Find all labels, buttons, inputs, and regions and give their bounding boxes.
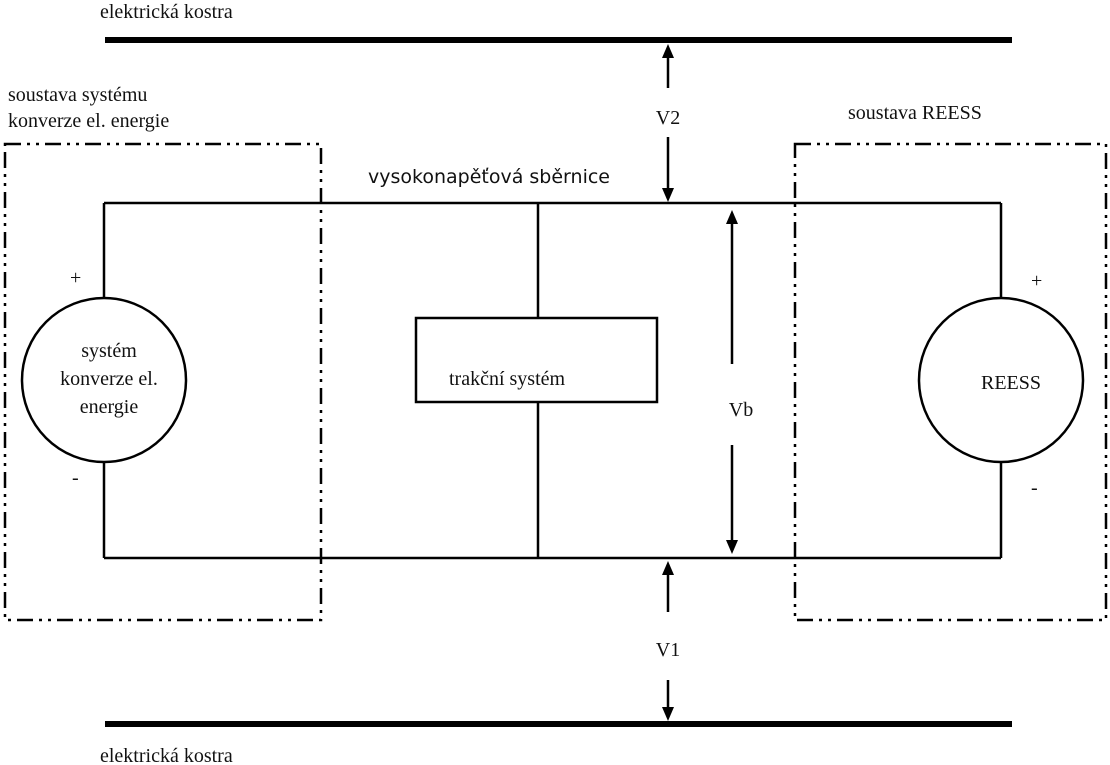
- vb-label: Vb: [729, 399, 753, 421]
- v2-arrowhead-up: [662, 44, 674, 58]
- v2-label: V2: [656, 107, 680, 129]
- right-plus-sign: +: [1031, 270, 1042, 292]
- right-source-circle: [917, 296, 1085, 464]
- v1-label: V1: [656, 639, 680, 661]
- v1-arrowhead-down: [662, 707, 674, 721]
- left-group-label-line2: konverze el. energie: [8, 110, 169, 132]
- left-source-label-line3: energie: [80, 396, 139, 418]
- v1-arrowhead-up: [662, 561, 674, 575]
- left-source-circle: [20, 296, 188, 464]
- left-source-label-line1: systém: [81, 340, 137, 362]
- left-group-label-line1: soustava systému: [8, 84, 147, 106]
- left-plus-sign: +: [70, 267, 81, 289]
- left-minus-sign: -: [72, 467, 79, 489]
- vb-arrowhead-down: [726, 540, 738, 554]
- traction-system-box: [414, 316, 659, 404]
- v2-arrowhead-down: [662, 188, 674, 202]
- left-group-box: [3, 142, 323, 622]
- right-group-label: soustava REESS: [848, 102, 982, 124]
- ground-label-top: elektrická kostra: [100, 1, 233, 23]
- right-minus-sign: -: [1031, 477, 1038, 499]
- right-source-label: REESS: [981, 372, 1041, 394]
- ground-label-bottom: elektrická kostra: [100, 745, 233, 765]
- right-group-box: [793, 142, 1108, 622]
- bus-label: vysokonapěťová sběrnice: [368, 166, 610, 188]
- vb-arrowhead-up: [726, 210, 738, 224]
- traction-system-label: trakční systém: [449, 368, 566, 390]
- left-source-label-line2: konverze el.: [60, 368, 158, 390]
